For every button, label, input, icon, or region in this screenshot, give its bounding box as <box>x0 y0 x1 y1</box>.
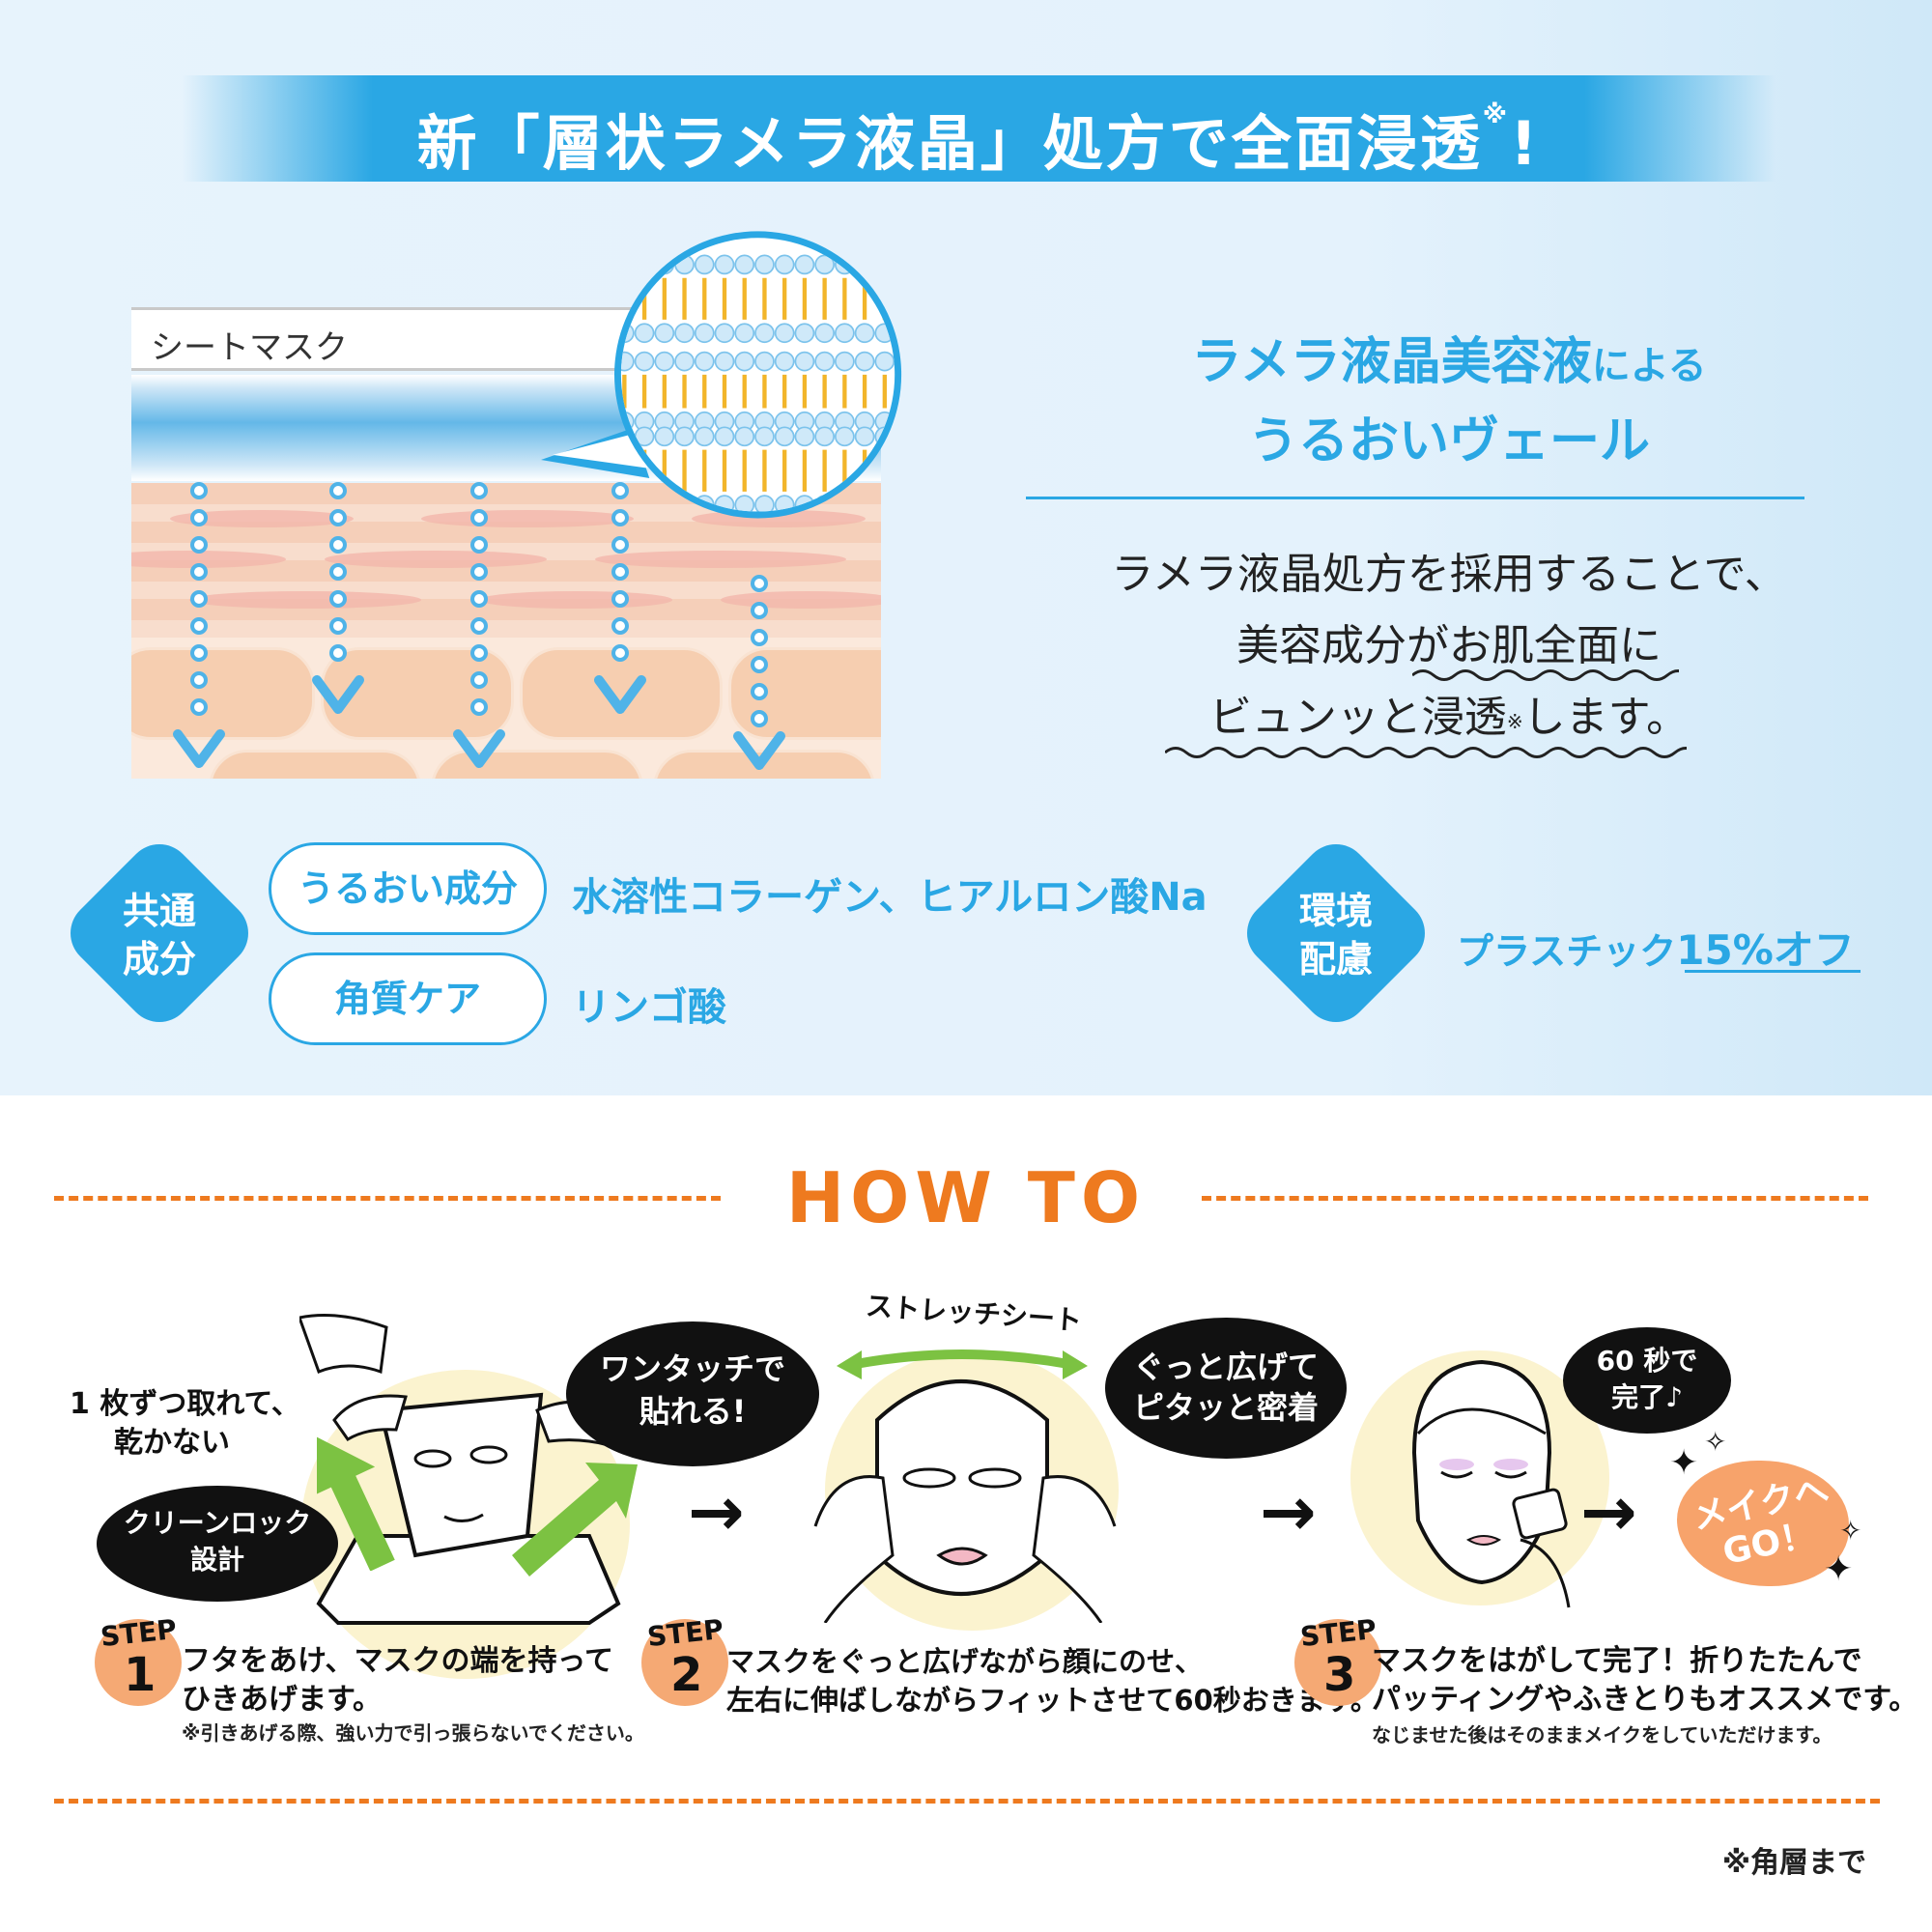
sparkle-icon: ✧ <box>1704 1426 1727 1458</box>
eco-value: プラスチック15%オフ <box>1457 926 1855 974</box>
howto-divider-right <box>1202 1196 1868 1201</box>
press-fit-bubble: ぐっと広げて ピタッと密着 <box>1105 1318 1347 1459</box>
wavy-underline-icon <box>1412 669 1679 681</box>
headline-line-1: ラメラ液晶美容液による <box>1191 333 1707 391</box>
howto-title: HOW TO <box>785 1157 1147 1238</box>
howto-divider-left <box>54 1196 721 1201</box>
skin-cell <box>431 750 643 779</box>
green-lift-arrow-icon <box>512 1463 638 1577</box>
eco-highlight: 15%オフ <box>1676 926 1855 974</box>
step1-instructions: フタをあけ、マスクの端を持って ひきあげます。 <box>182 1644 613 1717</box>
feature-headline: ラメラ液晶美容液による うるおいヴェール <box>1024 325 1874 479</box>
headline-divider <box>1026 497 1804 499</box>
feature-panel: 新「層状ラメラ液晶」処方で全面浸透※! シートマスク <box>0 0 1932 1095</box>
description-line-2: 美容成分がお肌全面に <box>1236 621 1662 670</box>
one-touch-bubble: ワンタッチで 貼れる! <box>566 1321 819 1466</box>
step3-badge <box>1294 1619 1381 1706</box>
penetration-arrow-icon <box>453 482 505 768</box>
sixty-seconds-bubble: 60 秒で 完了♪ <box>1563 1327 1731 1434</box>
footnote: ※角層まで <box>1721 1846 1866 1880</box>
skin-cell <box>131 647 315 740</box>
exfoliate-ingredient-pill: 角質ケア <box>269 952 547 1045</box>
step1-badge-number: 1 <box>124 1648 156 1702</box>
step1-caution: ※引きあげる際、強い力で引っ張らないでください。 <box>182 1721 644 1745</box>
clean-lock-bubble: クリーンロック 設計 <box>97 1486 338 1602</box>
step-arrow-icon: → <box>688 1472 745 1551</box>
step2-badge <box>641 1619 728 1706</box>
penetration-arrow-icon <box>733 575 785 770</box>
sheet-mask-layer: シートマスク <box>131 307 634 371</box>
step3-badge-number: 3 <box>1323 1648 1356 1702</box>
skin-cell-flat <box>325 551 547 568</box>
step1-badge <box>95 1619 182 1706</box>
step2-badge-number: 2 <box>670 1648 703 1702</box>
go-makeup-badge <box>1677 1461 1849 1586</box>
step3-note: なじませた後はそのままメイクをしていただけます。 <box>1372 1723 1833 1747</box>
eco-label: 環境 配慮 <box>1298 890 1373 980</box>
face-sheet-mask-illustration <box>813 1379 1117 1623</box>
step-arrow-icon: → <box>1260 1472 1317 1551</box>
stretch-sheet-label: ストレッチシート <box>865 1290 1083 1337</box>
penetration-arrow-icon <box>594 482 646 714</box>
woman-face-illustration <box>1411 1359 1571 1608</box>
skin-cell-flat <box>131 551 286 568</box>
headline-line-2: うるおいヴェール <box>1247 412 1650 470</box>
sparkle-icon: ✦ <box>1824 1549 1854 1589</box>
skin-cell <box>209 750 421 779</box>
lamellar-zoom-icon <box>541 231 902 519</box>
sheet-mask-label: シートマスク <box>151 328 348 367</box>
step3-instructions: マスクをはがして完了！折りたたんで パッティングやふきとりもオススメです。 <box>1372 1644 1918 1717</box>
eco-underline <box>1685 970 1861 973</box>
skin-cell-flat <box>189 591 421 609</box>
step-arrow-icon: → <box>1580 1472 1637 1551</box>
feature-description: ラメラ液晶処方を採用することで、 美容成分がお肌全面に ビュンッと浸透※します。 <box>1024 539 1874 753</box>
stretch-double-arrow-icon <box>837 1350 1088 1379</box>
description-line-3: ビュンッと浸透※します。 <box>1208 693 1690 742</box>
howto-bottom-divider <box>54 1799 1880 1804</box>
sparkle-icon: ✧ <box>1839 1515 1862 1547</box>
penetration-arrow-icon <box>173 482 225 768</box>
exfoliate-ingredient-value: リンゴ酸 <box>572 985 726 1030</box>
title-banner: 新「層状ラメラ液晶」処方で全面浸透※! <box>182 75 1776 182</box>
description-line-1: ラメラ液晶処方を採用することで、 <box>1111 550 1787 599</box>
common-ingredients-label: 共通 成分 <box>122 890 196 980</box>
skin-cell-flat <box>170 510 354 527</box>
step1-note: 1 枚ずつ取れて、 乾かない <box>70 1387 300 1460</box>
banner-title: 新「層状ラメラ液晶」処方で全面浸透※! <box>416 100 1541 179</box>
green-lift-arrow-icon <box>317 1436 395 1571</box>
penetration-arrow-icon <box>312 482 364 714</box>
skin-layers <box>131 483 881 779</box>
skin-penetration-diagram: シートマスク <box>131 307 881 779</box>
skin-cell-flat <box>595 551 846 568</box>
step2-instructions: マスクをぐっと広げながら顔にのせ、 左右に伸ばしながらフィットさせて60秒おきま… <box>726 1645 1378 1717</box>
moisture-ingredient-pill: うるおい成分 <box>269 842 547 935</box>
sparkle-icon: ✦ <box>1669 1443 1699 1483</box>
wavy-underline-icon <box>1165 747 1687 758</box>
moisture-ingredient-value: 水溶性コラーゲン、ヒアルロン酸Na <box>572 875 1208 920</box>
